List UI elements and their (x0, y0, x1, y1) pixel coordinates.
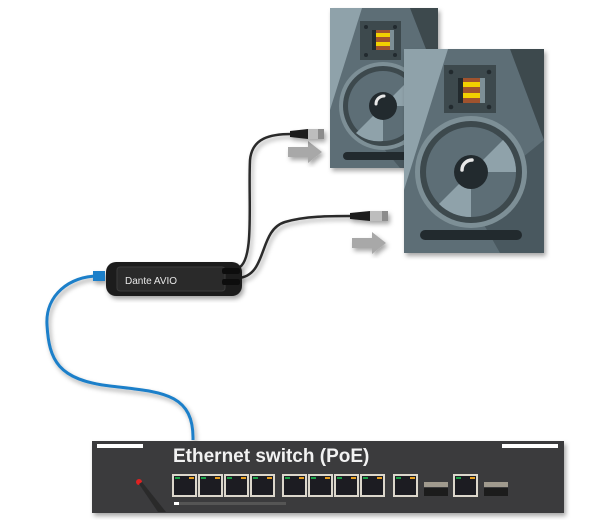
adapter-label: Dante AVIO (125, 276, 177, 287)
uplink-port-2 (453, 474, 478, 497)
sfp-slot-2 (484, 482, 508, 496)
arrow-to-rear-speaker (288, 141, 322, 163)
port-group-1 (172, 474, 275, 497)
ethernet-port (198, 474, 223, 497)
switch-label: Ethernet switch (PoE) (173, 446, 369, 467)
ethernet-port (172, 474, 197, 497)
ethernet-port (308, 474, 333, 497)
ethernet-port (224, 474, 249, 497)
ethernet-switch: Ethernet switch (PoE) (92, 441, 564, 513)
speaker-rear (330, 8, 438, 168)
speaker-front (404, 49, 544, 253)
port-group-2 (282, 474, 385, 497)
ethernet-port (334, 474, 359, 497)
sfp-slot-1 (424, 482, 448, 496)
dante-avio-adapter: Dante AVIO (106, 262, 242, 296)
ethernet-cable (45, 271, 195, 441)
ethernet-port (282, 474, 307, 497)
audio-cable-front (237, 211, 388, 280)
ethernet-port (250, 474, 275, 497)
audio-cable-rear (237, 129, 324, 270)
ethernet-port (360, 474, 385, 497)
uplink-port-1 (393, 474, 418, 497)
arrow-to-front-speaker (352, 232, 386, 254)
